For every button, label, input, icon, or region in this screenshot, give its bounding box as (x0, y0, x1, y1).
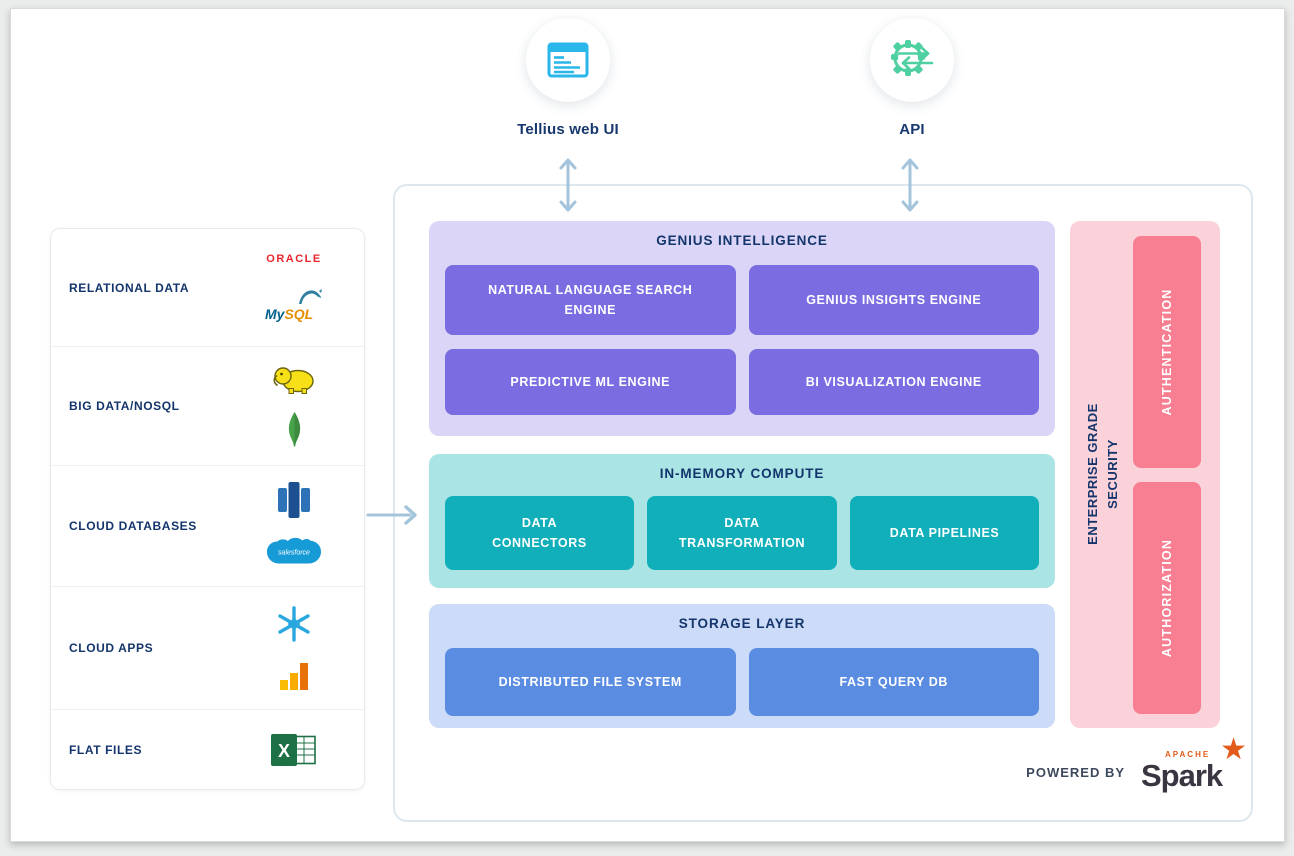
source-row-cloud-apps: CLOUD APPS (51, 587, 364, 710)
excel-logo: X (271, 733, 316, 766)
google-analytics-logo (280, 663, 308, 690)
source-row-bigdata: BIG DATA/NOSQL (51, 347, 364, 466)
gear-sync-icon (891, 40, 934, 76)
api-label: API (899, 121, 925, 138)
security-section-title: ENTERPRISE GRADE SECURITY (1084, 403, 1120, 545)
salesforce-logo: salesforce (267, 537, 321, 564)
web-ui-node-circle (526, 18, 610, 102)
powered-by: POWERED BY APACHE Spark ★ (1007, 733, 1247, 802)
api-node-circle (870, 18, 954, 102)
double-arrow-web-ui (559, 158, 577, 212)
salesforce-wordmark: salesforce (278, 550, 310, 557)
block-distributed-file-system: DISTRIBUTED FILE SYSTEM (445, 648, 736, 716)
block-bi-visualization-engine: BI VISUALIZATION ENGINE (748, 349, 1039, 415)
section-title: STORAGE LAYER (678, 616, 806, 631)
source-row-relational: RELATIONAL DATA ORACLE MySQL (51, 229, 364, 347)
apache-spark-logo: APACHE Spark ★ (1141, 733, 1247, 798)
block-predictive-ml-engine: PREDICTIVE ML ENGINE (445, 349, 736, 415)
block-authorization: AUTHORIZATION (1133, 482, 1201, 714)
authorization-label: AUTHORIZATION (1160, 538, 1174, 658)
block-genius-insights-engine: GENIUS INSIGHTS ENGINE (748, 265, 1039, 335)
source-label: RELATIONAL DATA (69, 280, 190, 295)
mysql-wordmark-my: My (265, 306, 285, 323)
spark-wordmark: Spark (1141, 758, 1223, 793)
spark-star-icon: ★ (1220, 733, 1247, 766)
spark-apache-text: APACHE (1165, 750, 1211, 759)
redshift-logo (278, 482, 310, 518)
architecture-panel: GENIUS INTELLIGENCE NATURAL LANGUAGE SEA… (393, 184, 1253, 822)
storage-layer-section: STORAGE LAYER DISTRIBUTED FILE SYSTEM FA… (429, 604, 1055, 728)
source-label: FLAT FILES (69, 742, 143, 757)
genius-intelligence-section: GENIUS INTELLIGENCE NATURAL LANGUAGE SEA… (429, 221, 1055, 436)
oracle-logo: ORACLE (266, 252, 322, 265)
block-natural-language-search-engine: NATURAL LANGUAGE SEARCH ENGINE (445, 265, 736, 335)
mysql-logo: MySQL (263, 288, 325, 322)
block-authentication: AUTHENTICATION (1133, 236, 1201, 468)
enterprise-security-section: ENTERPRISE GRADE SECURITY AUTHENTICATION… (1070, 221, 1220, 728)
section-title: IN-MEMORY COMPUTE (659, 466, 825, 481)
block-fast-query-db: FAST QUERY DB (748, 648, 1039, 716)
block-data-connectors: DATA CONNECTORS (445, 496, 634, 570)
data-sources-panel: RELATIONAL DATA ORACLE MySQL BIG DATA/NO… (50, 228, 365, 790)
web-ui-label: Tellius web UI (517, 121, 619, 138)
block-data-transformation: DATA TRANSFORMATION (646, 496, 838, 570)
double-arrow-api (901, 158, 919, 212)
snowflake-logo (278, 606, 310, 642)
browser-window-icon (547, 42, 589, 78)
sources-to-platform-arrow (366, 505, 417, 525)
in-memory-compute-section: IN-MEMORY COMPUTE DATA CONNECTORS DATA T… (429, 454, 1055, 588)
mysql-dolphin-icon (299, 289, 322, 305)
source-label: BIG DATA/NOSQL (69, 399, 180, 413)
section-title: GENIUS INTELLIGENCE (656, 233, 828, 248)
powered-by-label: POWERED BY (1026, 764, 1125, 780)
excel-x-glyph: X (278, 741, 290, 761)
source-row-flat-files: FLAT FILES X (51, 710, 364, 789)
hadoop-logo (273, 367, 314, 395)
block-data-pipelines: DATA PIPELINES (850, 496, 1039, 570)
source-label: CLOUD DATABASES (69, 519, 197, 533)
mysql-wordmark-sql: SQL (284, 306, 314, 323)
source-label: CLOUD APPS (69, 641, 154, 655)
authentication-label: AUTHENTICATION (1160, 288, 1174, 416)
mongodb-logo (288, 411, 300, 447)
source-row-cloud-db: CLOUD DATABASES salesforce (51, 466, 364, 587)
